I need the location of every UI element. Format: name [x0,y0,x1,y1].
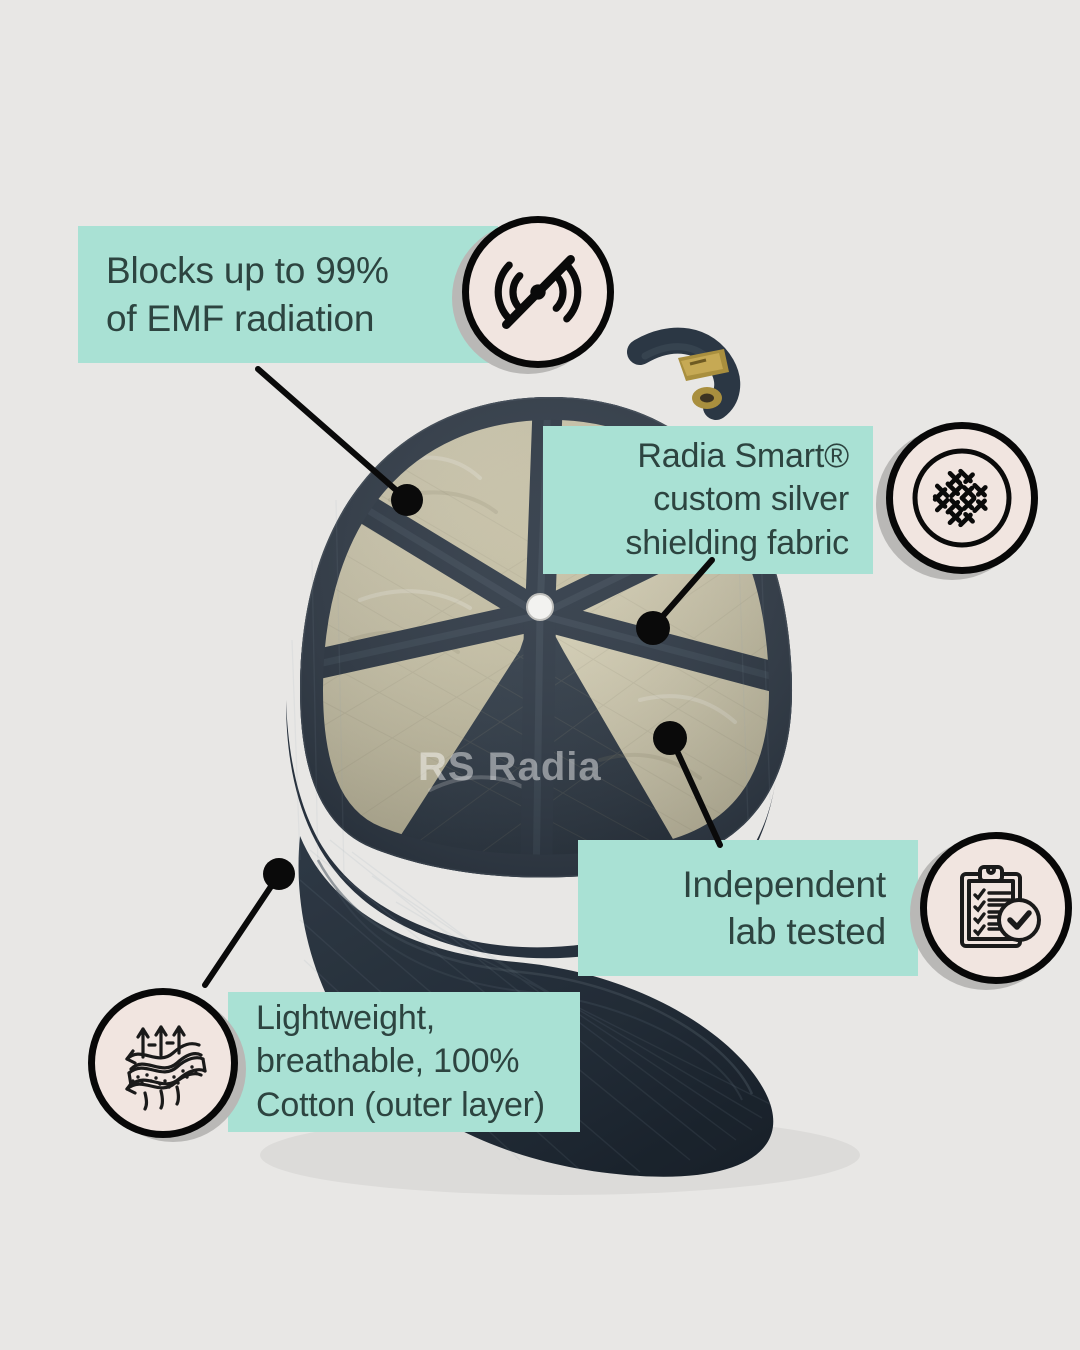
clipboard-check-icon [944,856,1048,960]
callout-emf-line-1: Blocks up to 99% [106,250,389,292]
badge-shielding-fabric [886,422,1038,574]
callout-lab-line-1: Independent [682,863,886,905]
photo-watermark: RS Radia [418,745,602,789]
callout-fabric-line-2: custom silver [653,480,849,519]
callout-cotton-line-3: Cotton (outer layer) [256,1085,545,1124]
woven-fabric-icon [906,442,1018,554]
callout-fabric-line-3: shielding fabric [625,523,849,562]
callout-shielding-fabric: Radia Smart® custom silver shielding fab… [543,426,873,574]
callout-emf-blocking: Blocks up to 99% of EMF radiation [78,226,498,363]
badge-lab-tested [920,832,1072,984]
badge-emf-blocking [462,216,614,368]
callout-cotton-line-2: breathable, 100% [256,1042,520,1081]
callout-lab-tested: Independent lab tested [578,840,918,976]
callout-emf-line-2: of EMF radiation [106,297,375,339]
no-signal-icon [490,244,586,340]
callout-lab-line-2: lab tested [727,911,887,952]
badge-breathable-cotton [88,988,238,1138]
breathable-fabric-icon [111,1011,215,1115]
callout-cotton-line-1: Lightweight, [256,998,436,1037]
callout-fabric-line-1: Radia Smart® [637,436,849,475]
crown-button [527,594,553,620]
callout-breathable-cotton: Lightweight, breathable, 100% Cotton (ou… [228,992,580,1132]
